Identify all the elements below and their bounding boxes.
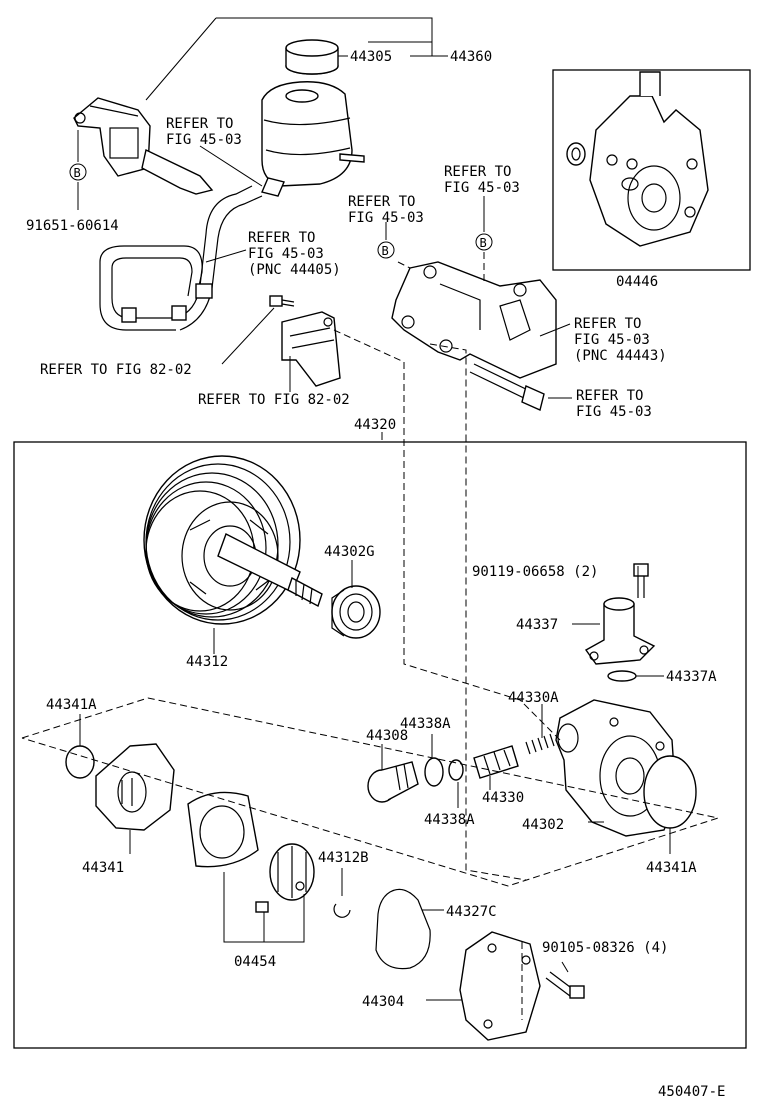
label-refer-82-02-a: REFER TO FIG 82-02: [40, 362, 192, 378]
marker-b-3: B: [475, 233, 493, 251]
union-bolt: [633, 563, 649, 598]
marker-b-1: B: [69, 163, 87, 181]
rotor: [269, 843, 315, 901]
label-90119-06658: 90119-06658 (2): [472, 564, 598, 580]
label-refer-45-03-c: REFER TO FIG 45-03: [348, 194, 424, 226]
cover-bolt: [545, 971, 585, 999]
pulley-44312: [143, 455, 301, 625]
leader-lines: [21, 17, 720, 1020]
pump-bracket-44443: [391, 261, 557, 379]
long-bolt: [469, 363, 545, 411]
label-44327c: 44327C: [446, 904, 497, 920]
label-44360: 44360: [450, 49, 492, 65]
vane: [255, 901, 269, 913]
label-44337: 44337: [516, 617, 558, 633]
label-44337a: 44337A: [666, 669, 717, 685]
label-44341a-left: 44341A: [46, 697, 97, 713]
return-hose: [99, 185, 263, 331]
reservoir-tank-44360: [261, 81, 365, 197]
label-44302: 44302: [522, 817, 564, 833]
small-bolt: [269, 295, 295, 307]
label-44330a: 44330A: [508, 690, 559, 706]
svg-text:B: B: [74, 166, 81, 180]
o-ring-44337a: [607, 670, 637, 682]
plug-44308: [367, 761, 419, 803]
label-refer-45-03-b: REFER TO FIG 45-03: [444, 164, 520, 196]
pump-mount-bracket: [281, 311, 341, 387]
reservoir-bracket: [73, 97, 214, 195]
label-04454: 04454: [234, 954, 276, 970]
label-44320: 44320: [354, 417, 396, 433]
label-refer-45-03-a: REFER TO FIG 45-03: [166, 116, 242, 148]
spring-44330a: [525, 733, 555, 755]
label-44302g: 44302G: [324, 544, 375, 560]
side-plate-44341: [95, 743, 175, 831]
pump-shaft: [217, 533, 323, 608]
label-refer-45-03-pnc44405: REFER TO FIG 45-03 (PNC 44405): [248, 230, 341, 278]
o-ring-44338a-bottom: [448, 759, 464, 781]
label-44338a-top: 44338A: [400, 716, 451, 732]
seal-44341a-left: [65, 745, 95, 779]
cam-ring: [187, 791, 259, 868]
marker-b-2: B: [377, 241, 395, 259]
label-44304: 44304: [362, 994, 404, 1010]
gasket-kit-04446: [566, 71, 709, 247]
label-refer-45-03-pnc44443: REFER TO FIG 45-03 (PNC 44443): [574, 316, 667, 364]
union-44337: [584, 597, 656, 665]
label-refer-45-03-bolt: REFER TO FIG 45-03: [576, 388, 652, 420]
label-refer-82-02-b: REFER TO FIG 82-02: [198, 392, 350, 408]
o-ring-44338a-top: [424, 757, 444, 787]
gasket-44327c: [375, 888, 431, 970]
label-44312: 44312: [186, 654, 228, 670]
label-44308: 44308: [366, 728, 408, 744]
label-44338a-bottom: 44338A: [424, 812, 475, 828]
inset-box-04446: [552, 69, 751, 271]
label-90105-08326: 90105-08326 (4): [542, 940, 668, 956]
label-91651-60614: 91651-60614: [26, 218, 119, 234]
label-44330: 44330: [482, 790, 524, 806]
svg-text:B: B: [382, 244, 389, 258]
rear-cover-44304: [459, 931, 541, 1041]
bearing-44302g: [331, 585, 381, 639]
snap-ring-44312b: [333, 903, 351, 918]
diagram-id: 450407-E: [658, 1084, 725, 1100]
label-44341a-right: 44341A: [646, 860, 697, 876]
label-44341: 44341: [82, 860, 124, 876]
reservoir-cap-44305: [285, 39, 339, 75]
label-44312b: 44312B: [318, 850, 369, 866]
assembly-box-44320: [13, 441, 747, 1049]
seal-44341a-right: [643, 755, 697, 829]
label-44305: 44305: [350, 49, 392, 65]
svg-text:B: B: [480, 236, 487, 250]
valve-44330: [473, 745, 519, 779]
label-04446: 04446: [616, 274, 658, 290]
